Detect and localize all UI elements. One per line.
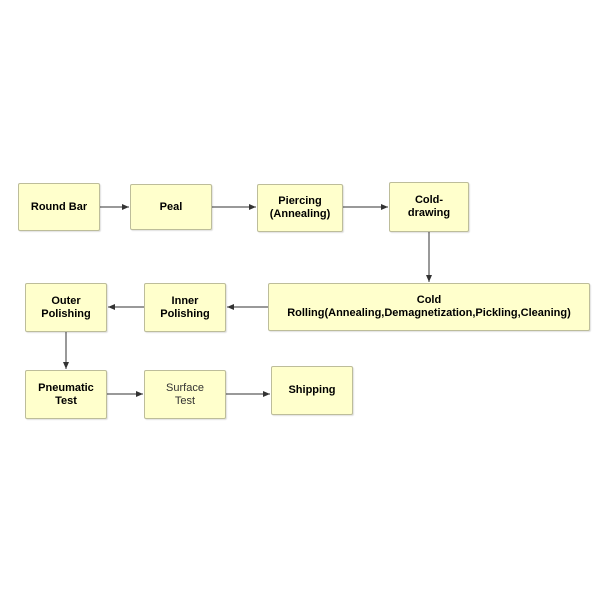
node-outer-polishing-label: Outer Polishing (41, 294, 91, 320)
node-round-bar-label: Round Bar (30, 200, 88, 213)
node-pneumatic-test: Pneumatic Test (25, 370, 107, 419)
node-surface-test-label: Surface Test (166, 381, 204, 407)
node-peal: Peal (130, 184, 212, 230)
node-cold-rolling: Cold Rolling(Annealing,Demagnetization,P… (268, 283, 590, 331)
node-round-bar: Round Bar (18, 183, 100, 231)
node-cold-drawing: Cold- drawing (389, 182, 469, 232)
node-pneumatic-test-label: Pneumatic Test (38, 381, 94, 407)
node-shipping-label: Shipping (288, 384, 336, 396)
node-outer-polishing: Outer Polishing (25, 283, 107, 332)
node-piercing-label: Piercing (Annealing) (269, 195, 331, 220)
node-peal-label: Peal (159, 200, 183, 213)
node-cold-drawing-label: Cold- drawing (407, 194, 451, 219)
node-inner-polishing-label: Inner Polishing (160, 294, 210, 320)
node-inner-polishing: Inner Polishing (144, 283, 226, 332)
node-shipping: Shipping (271, 366, 353, 415)
node-piercing: Piercing (Annealing) (257, 184, 343, 232)
node-surface-test: Surface Test (144, 370, 226, 419)
node-cold-rolling-label: Cold Rolling(Annealing,Demagnetization,P… (287, 294, 571, 319)
